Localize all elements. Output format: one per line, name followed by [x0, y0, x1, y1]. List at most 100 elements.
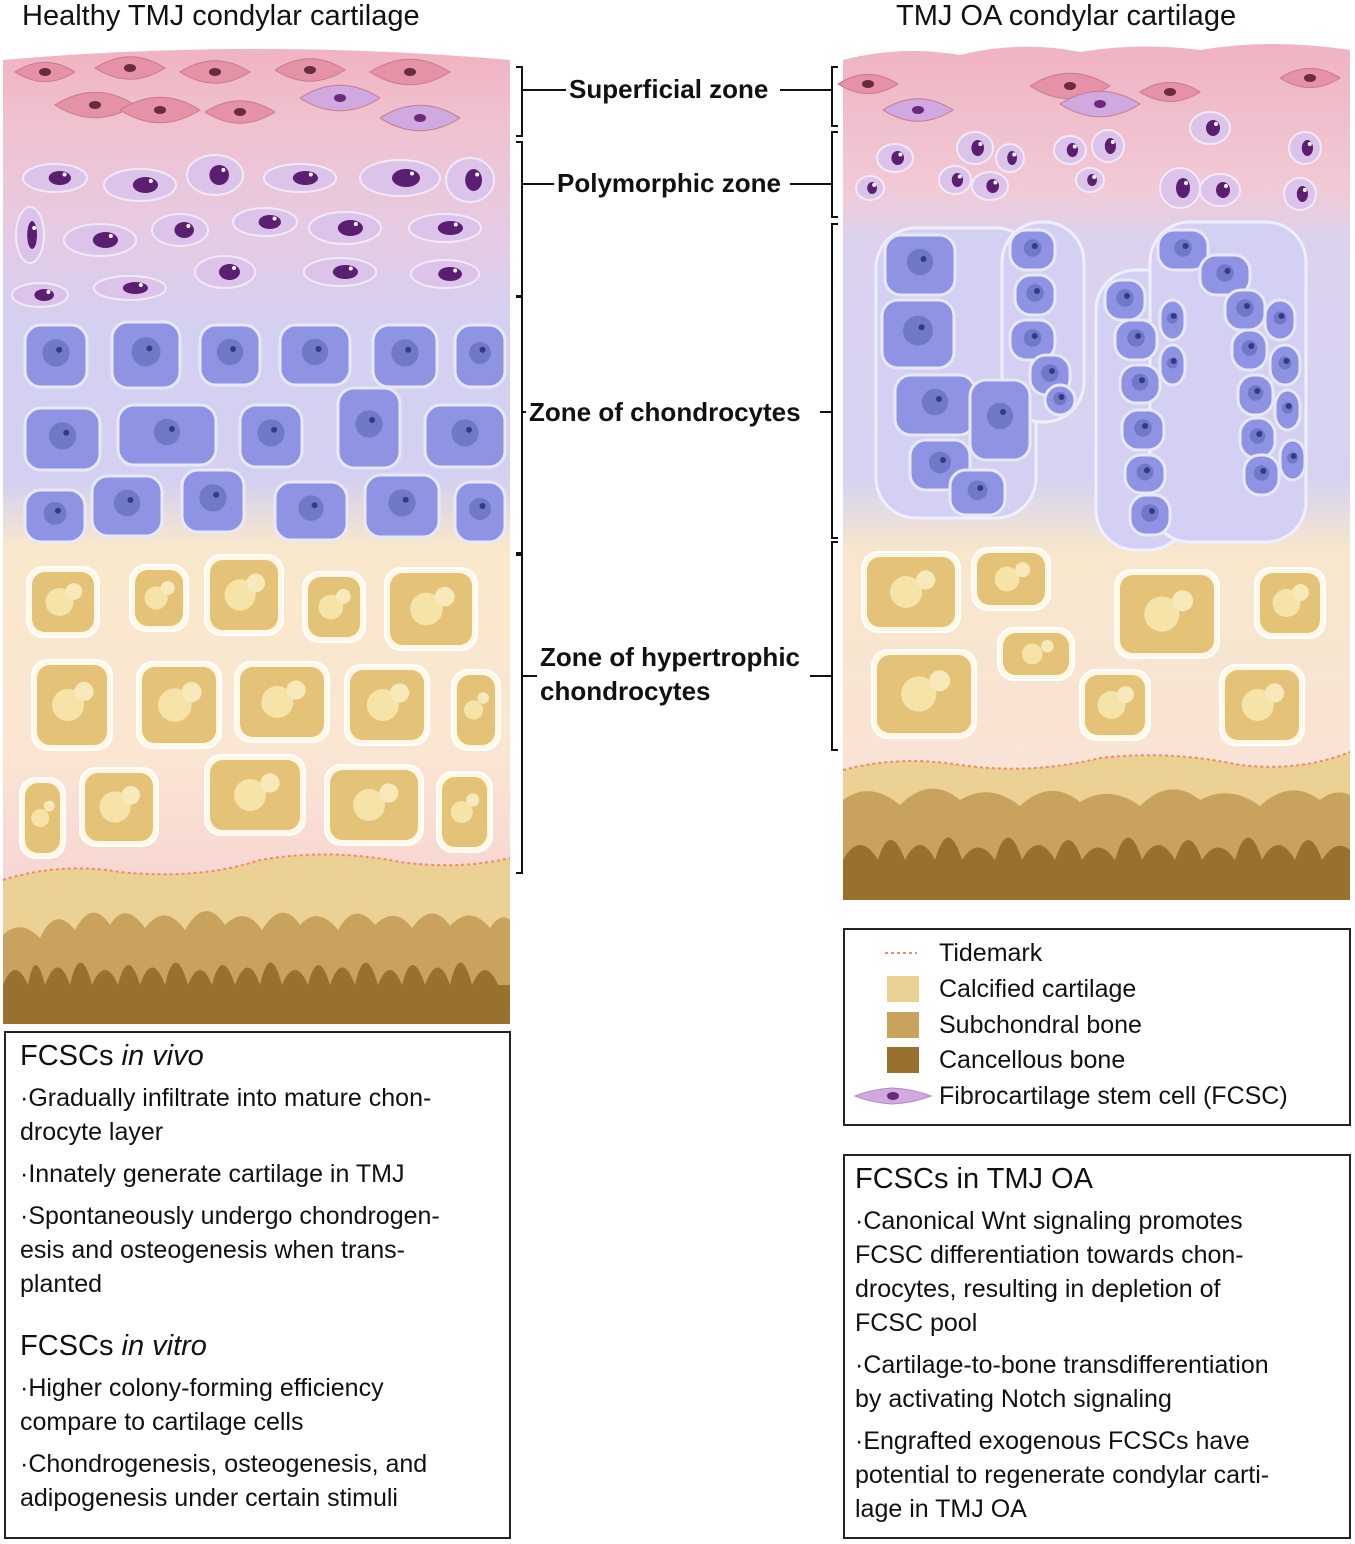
healthy-tidemark [2, 853, 511, 881]
healthy-panel-title: Healthy TMJ condylar cartilage [22, 0, 420, 32]
nucleolus [1290, 453, 1297, 459]
lipid-vacuole [410, 592, 443, 626]
lipid-vacuole [121, 785, 141, 805]
nucleus-highlight [957, 174, 962, 179]
cell-nucleus [1216, 182, 1230, 198]
cell-nucleus [337, 220, 363, 236]
cell-nucleus [154, 106, 166, 114]
in-vivo-bullet-3-line-2: esis and osteogenesis when trans- [20, 1236, 405, 1264]
nucleolus [918, 324, 925, 331]
nucleus-highlight [221, 168, 226, 172]
label-hypertrophic-zone-line2: chondrocytes [537, 675, 714, 708]
fcsc-info-box: FCSCs in vivo ·Gradually infiltrate into… [4, 1031, 511, 1539]
label-chondrocytes-zone: Zone of chondrocytes [526, 396, 804, 429]
in-vitro-bullet-1-line-2: compare to cartilage cells [20, 1408, 304, 1436]
cell-nucleus [131, 337, 161, 367]
nucleolus [56, 346, 63, 353]
nucleolus [146, 345, 153, 352]
cell-nucleus [1216, 264, 1234, 282]
bracket-superficial-right [780, 66, 838, 127]
nucleus-highlight [872, 183, 877, 187]
lipid-vacuole [366, 689, 399, 721]
lipid-vacuole [144, 586, 168, 610]
nucleus-highlight [1184, 181, 1188, 185]
nucleolus [1144, 467, 1150, 474]
cell-nucleus [304, 66, 316, 74]
nucleolus [213, 491, 220, 498]
nucleolus [1256, 431, 1263, 437]
cell-nucleus [27, 221, 37, 249]
lipid-vacuole [1041, 639, 1054, 653]
cell-nucleus [334, 94, 346, 102]
oa-bullet-1-line-3: drocytes, resulting in depletion of [855, 1275, 1221, 1303]
cell-nucleus [298, 495, 324, 521]
nucleus-highlight [186, 224, 191, 228]
cell-nucleus [258, 215, 281, 229]
nucleolus [936, 396, 942, 402]
cell-nucleus [292, 171, 318, 185]
nucleolus [55, 507, 61, 514]
nucleus-highlight [308, 172, 313, 177]
nucleolus [479, 503, 486, 509]
cell-nucleus [1176, 178, 1190, 198]
cell-nucleus [1023, 239, 1042, 257]
in-vitro-bullet-2-line-2: adipogenesis under certain stimuli [20, 1484, 398, 1512]
nucleolus [1000, 409, 1006, 415]
nucleus-highlight [453, 268, 458, 273]
lipid-vacuole [52, 689, 84, 721]
subchondral-swatch [887, 1012, 919, 1038]
cell-nucleus [39, 68, 51, 76]
lipid-vacuole [477, 692, 489, 704]
legend-cancellous-label: Cancellous bone [939, 1046, 1126, 1074]
nucleus-highlight [138, 283, 143, 287]
lipid-vacuole [74, 681, 94, 702]
cell-nucleus [929, 451, 951, 474]
oa-bullet-1-line-4: FCSC pool [855, 1309, 978, 1337]
nucleolus [1034, 288, 1040, 294]
nucleus-highlight [46, 290, 51, 294]
cell-nucleus [332, 265, 358, 279]
cell-nucleus [388, 489, 416, 517]
nucleolus [1170, 313, 1177, 319]
oa-bullet-3-line-2: potential to regenerate condylar carti- [855, 1461, 1270, 1489]
in-vivo-heading-italic: in vivo [121, 1040, 204, 1072]
cell-nucleus [1094, 100, 1106, 108]
nucleolus [315, 346, 322, 352]
nucleolus [479, 346, 486, 353]
lipid-vacuole [434, 586, 455, 607]
nucleolus [1260, 468, 1267, 474]
lipid-vacuole [1241, 689, 1274, 721]
lipid-vacuole [994, 566, 1020, 592]
lipid-vacuole [1172, 590, 1194, 612]
lipid-vacuole [261, 686, 294, 718]
legend-tidemark-label: Tidemark [939, 939, 1043, 967]
nucleus-highlight [232, 266, 236, 270]
in-vitro-bullet-2-line-1: ·Chondrogenesis, osteogenesis, and [20, 1450, 428, 1478]
cell-nucleus [951, 173, 964, 187]
cell-nucleus [92, 232, 118, 248]
nucleolus [1254, 388, 1261, 394]
nucleolus [1285, 403, 1292, 409]
cancellous-swatch [887, 1047, 919, 1073]
nucleus-highlight [898, 152, 903, 157]
nucleolus [1135, 333, 1142, 339]
in-vivo-bullet-1-line-2: drocyte layer [20, 1118, 164, 1146]
nucleolus [1049, 368, 1055, 374]
oa-bullet-2-line-1: ·Cartilage-to-bone transdifferentiation [855, 1351, 1269, 1379]
cell-nucleus [967, 480, 988, 501]
cell-nucleus [469, 498, 491, 520]
cell-nucleus [48, 422, 77, 450]
lipid-vacuole [901, 676, 937, 712]
in-vitro-heading: FCSCs in vitro [20, 1329, 509, 1363]
nucleus-highlight [108, 234, 113, 238]
bracket-hypertrophic-left [516, 554, 540, 874]
cell-nucleus [414, 114, 426, 122]
bracket-superficial-left [516, 66, 570, 137]
cell-nucleus [986, 402, 1014, 430]
cell-nucleus [986, 179, 999, 193]
oa-bullet-1-line-2: FCSC differentiation towards chon- [855, 1241, 1244, 1269]
nucleus-highlight [410, 171, 414, 176]
nucleolus [63, 429, 70, 436]
cell-nucleus [1206, 120, 1220, 136]
